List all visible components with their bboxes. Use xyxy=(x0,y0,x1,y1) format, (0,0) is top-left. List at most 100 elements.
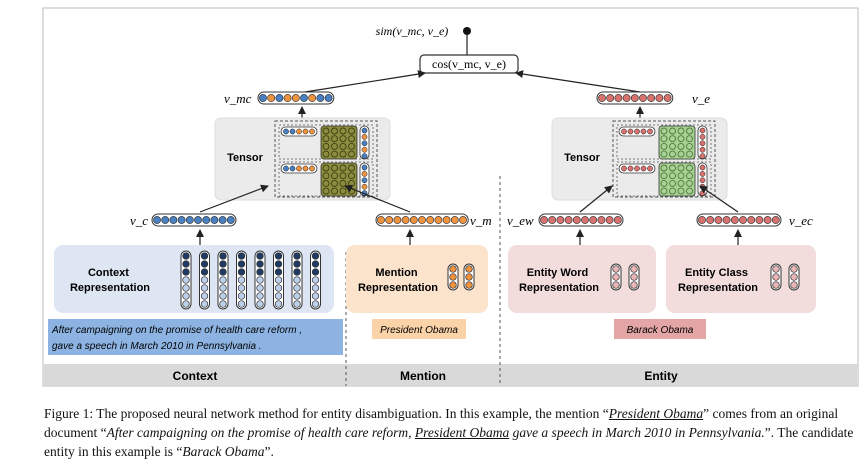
tensor-unit xyxy=(699,146,706,153)
context-word-unit xyxy=(200,284,209,292)
tensor-grid-unit xyxy=(339,150,347,158)
caption-doc-mention: President Obama xyxy=(414,425,510,440)
tensor-unit xyxy=(699,127,706,134)
tensor-grid-unit xyxy=(331,135,338,143)
tensor-grid-left xyxy=(274,120,378,198)
context-word-unit xyxy=(200,260,209,268)
tensor-grid-unit xyxy=(339,142,347,150)
vector-mc-unit xyxy=(259,94,267,102)
vector-mc-unit xyxy=(291,94,300,102)
vector-m-unit xyxy=(434,216,443,224)
vector-ec xyxy=(696,213,782,227)
tensor-unit xyxy=(361,146,368,153)
vector-ew-unit xyxy=(564,216,573,224)
tensor-grid-unit xyxy=(677,187,685,195)
tensor-grid-unit xyxy=(677,172,685,180)
context-word-unit xyxy=(182,260,190,268)
tensor-grid-right xyxy=(612,120,716,198)
tensor-grid-unit xyxy=(339,187,347,195)
label-v-e: v_e xyxy=(692,91,710,106)
tensor-grid-unit xyxy=(322,187,330,195)
context-word-unit xyxy=(293,276,301,284)
mention-word-unit xyxy=(449,273,457,281)
tensor-grid-unit xyxy=(669,135,676,143)
vector-ew-unit xyxy=(613,216,622,224)
tensor-unit xyxy=(361,164,368,171)
tensor-unit xyxy=(699,177,706,184)
context-text: After campaigning on the promise of heal… xyxy=(51,325,305,352)
tensor-grid-unit xyxy=(660,164,668,172)
vector-m-unit xyxy=(418,216,426,224)
context-word-unit xyxy=(200,268,209,276)
context-word-unit xyxy=(274,260,283,268)
context-word-unit xyxy=(237,300,246,308)
entity-word-unit xyxy=(612,281,620,289)
figure-caption: Figure 1: The proposed neural network me… xyxy=(44,406,854,459)
architecture-figure: Context Mention Entity sim(v_mc, v_e) co… xyxy=(42,7,859,387)
vector-mc xyxy=(257,91,335,105)
vector-ec-unit xyxy=(747,216,756,224)
context-word-unit xyxy=(237,276,246,284)
tensor-unit xyxy=(699,134,706,140)
context-word-unit xyxy=(256,252,264,260)
label-v-c: v_c xyxy=(130,213,148,228)
context-word-unit xyxy=(274,292,283,300)
tensor-grid-unit xyxy=(686,142,693,150)
context-word-unit xyxy=(182,252,190,260)
context-word-unit xyxy=(274,284,283,292)
tensor-unit xyxy=(621,128,627,135)
tensor-grid-unit xyxy=(348,150,355,158)
tensor-grid-unit xyxy=(331,164,338,172)
tensor-grid-unit xyxy=(686,179,693,187)
tensor-grid-unit xyxy=(322,127,330,135)
tensor-grid-unit xyxy=(339,164,347,172)
context-word-unit xyxy=(293,284,301,292)
entity-class-unit xyxy=(772,265,780,273)
context-word-unit xyxy=(311,300,320,308)
vector-ew-unit xyxy=(572,216,581,224)
context-word-unit xyxy=(237,292,246,300)
context-word-unit xyxy=(256,292,264,300)
context-word-unit xyxy=(219,252,227,260)
tensor-unit xyxy=(699,190,706,196)
context-word-unit xyxy=(219,260,227,268)
context-word-unit xyxy=(311,268,320,276)
tensor-grid-unit xyxy=(686,187,693,195)
mention-word-unit xyxy=(465,265,473,273)
tensor-unit xyxy=(627,128,634,135)
vector-c-unit xyxy=(202,216,211,224)
tensor-unit xyxy=(640,165,647,172)
tensor-unit xyxy=(289,128,296,135)
context-word-unit xyxy=(237,284,246,292)
tensor-label-left: Tensor xyxy=(227,152,264,164)
vector-mc-unit xyxy=(308,94,317,102)
context-word-unit xyxy=(293,300,301,308)
vector-ec-unit xyxy=(714,216,723,224)
vector-c-unit xyxy=(161,216,170,224)
mention-text: President Obama xyxy=(380,325,458,336)
entity-text: Barack Obama xyxy=(627,325,694,336)
vector-m-unit xyxy=(393,216,402,224)
context-word-unit xyxy=(219,268,227,276)
footer-band xyxy=(44,364,857,386)
vector-c-unit xyxy=(177,216,186,224)
vector-ec-unit xyxy=(755,216,764,224)
tensor-grid-unit xyxy=(322,172,330,180)
tensor-unit xyxy=(296,165,302,172)
context-word-unit xyxy=(311,284,320,292)
vector-mc-unit xyxy=(300,94,308,102)
tensor-grid-unit xyxy=(322,150,330,158)
tensor-unit xyxy=(289,165,296,172)
tensor-grid-unit xyxy=(660,135,668,143)
footer-entity: Entity xyxy=(644,369,678,383)
tensor-label-right: Tensor xyxy=(564,152,601,164)
tensor-unit xyxy=(296,128,302,135)
context-word-unit xyxy=(200,252,209,260)
context-word-unit xyxy=(311,276,320,284)
context-word-unit xyxy=(311,260,320,268)
context-word-unit xyxy=(293,268,301,276)
vector-m-unit xyxy=(385,216,394,224)
tensor-grid-unit xyxy=(677,135,685,143)
context-word-unit xyxy=(219,276,227,284)
vector-c-unit xyxy=(194,216,202,224)
